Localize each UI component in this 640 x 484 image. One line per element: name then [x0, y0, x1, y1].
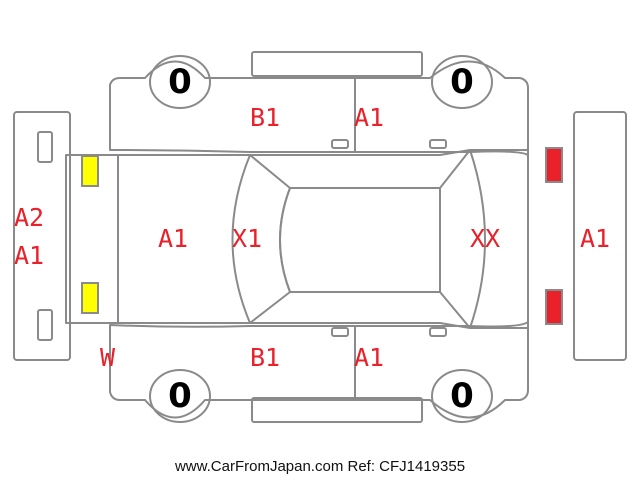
car-body-top-view: [65, 149, 529, 329]
front-lamp-top: [81, 155, 99, 187]
bottom-rear-handle: [429, 327, 447, 337]
wheel-front-right: [149, 369, 211, 423]
front-lamp-bottom: [81, 282, 99, 314]
front-bumper-shape: [13, 111, 71, 361]
rear-lamp-bottom: [545, 289, 563, 325]
roof-shape: [279, 187, 441, 293]
wheel-rear-left: [431, 55, 493, 109]
reference-footer: www.CarFromJapan.com Ref: CFJ1419355: [174, 458, 466, 475]
top-rear-handle: [429, 139, 447, 149]
rear-bumper-code: A1: [580, 224, 611, 253]
windshield-code: X1: [232, 224, 263, 253]
tire-rear-left-value: 0: [450, 62, 474, 102]
tire-front-right-value: 0: [168, 376, 192, 416]
top-side-panel: [109, 60, 529, 156]
rear-lamp-top: [545, 147, 563, 183]
wheel-rear-right: [431, 369, 493, 423]
rear-door-top-code: A1: [354, 103, 385, 132]
rear-door-bottom-code: A1: [354, 343, 385, 372]
tire-front-left-value: 0: [168, 62, 192, 102]
front-bumper-clip-top: [37, 131, 53, 163]
rear-glass-shape: [439, 149, 486, 329]
bottom-side-panel: [109, 321, 529, 419]
rear-bumper-shape: [573, 111, 627, 361]
front-door-bottom-code: B1: [250, 343, 281, 372]
wheel-front-left: [149, 55, 211, 109]
top-front-handle: [331, 139, 349, 149]
hood-code: A1: [158, 224, 189, 253]
bottom-front-handle: [331, 327, 349, 337]
tire-rear-right-value: 0: [450, 376, 474, 416]
front-bumper-clip-bottom: [37, 309, 53, 341]
top-sill-panel: [251, 51, 423, 77]
rear-glass-code: XX: [470, 224, 501, 253]
front-bumper-code-top: A2: [14, 203, 45, 232]
front-fender-bottom-code: W: [100, 343, 116, 372]
front-door-top-code: B1: [250, 103, 281, 132]
front-bumper-code-bottom: A1: [14, 241, 45, 270]
bottom-sill-panel: [251, 397, 423, 423]
